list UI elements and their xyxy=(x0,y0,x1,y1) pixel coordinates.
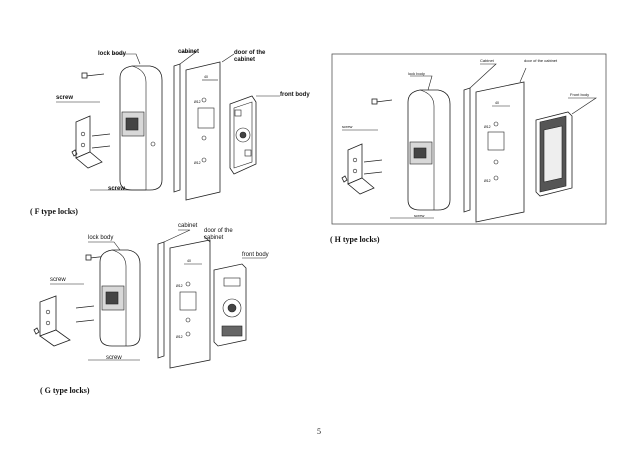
g-screw-top-label: screw xyxy=(50,277,66,283)
f-front-body-label: front body xyxy=(280,92,310,98)
svg-text:Ø12: Ø12 xyxy=(194,161,201,165)
f-cabinet-graphic xyxy=(173,63,181,193)
g-type-drawing: 40 Ø12 Ø12 xyxy=(33,229,266,369)
g-front-body-label: front body xyxy=(242,252,269,258)
g-door-label: door of the cabinet xyxy=(204,228,233,241)
h-door-graphic: 40 Ø12 Ø12 xyxy=(475,81,525,223)
f-type-caption: ( F type locks) xyxy=(30,207,78,216)
h-lock-body-graphic xyxy=(407,89,451,211)
h-front-body-label: Front body xyxy=(570,92,590,97)
g-bracket-graphic xyxy=(33,295,71,347)
svg-text:40: 40 xyxy=(187,259,191,263)
f-door-graphic: 40 Ø12 Ø12 xyxy=(185,61,221,201)
g-front-body-graphic xyxy=(213,263,247,347)
g-lock-body-graphic xyxy=(99,249,141,347)
svg-text:Ø12: Ø12 xyxy=(176,335,183,339)
h-screw-top-label: screw xyxy=(342,124,353,129)
svg-text:Ø12: Ø12 xyxy=(484,125,491,129)
h-type-lock-diagram: 40 Ø12 Ø12 lock body Cabinet door of the… xyxy=(328,50,610,228)
h-front-body-graphic xyxy=(535,111,573,197)
h-door-label: door of the cabinet xyxy=(524,58,558,63)
f-door-label: door of the cabinet xyxy=(234,50,266,63)
f-screw-bottom-label: screw xyxy=(108,186,126,192)
h-type-drawing: 40 Ø12 Ø12 xyxy=(331,53,607,225)
g-screw-bottom-label: screw xyxy=(106,355,122,361)
page-number: 5 xyxy=(317,427,321,436)
f-screw-top-graphic xyxy=(81,72,105,79)
h-cabinet-label: Cabinet xyxy=(480,58,494,63)
svg-text:Ø12: Ø12 xyxy=(484,179,491,183)
f-type-drawing: 40 Ø12 Ø12 xyxy=(56,51,280,201)
svg-text:Ø12: Ø12 xyxy=(194,100,201,104)
f-type-lock-diagram: 40 Ø12 Ø12 lock body cabinet door of the… xyxy=(28,40,328,205)
h-lock-body-label: lock body xyxy=(408,71,425,76)
h-bracket-graphic xyxy=(341,143,375,195)
f-bracket-graphic xyxy=(71,115,103,169)
svg-text:Ø12: Ø12 xyxy=(176,284,183,288)
g-door-graphic: 40 Ø12 Ø12 xyxy=(169,239,211,369)
f-lock-body-label: lock body xyxy=(98,51,127,57)
g-type-lock-diagram: 40 Ø12 Ø12 lock body cabinet door of the… xyxy=(28,222,318,372)
g-cabinet-label: cabinet xyxy=(178,223,198,229)
h-type-caption: ( H type locks) xyxy=(330,235,380,244)
svg-text:40: 40 xyxy=(495,101,499,105)
h-screw-bottom-label: screw xyxy=(414,213,425,218)
f-lock-body-graphic xyxy=(119,65,163,191)
svg-text:40: 40 xyxy=(204,75,208,79)
f-screw-top-label: screw xyxy=(56,95,74,101)
f-cabinet-label: cabinet xyxy=(178,49,200,55)
g-lock-body-label: lock body xyxy=(88,235,114,241)
g-type-caption: ( G type locks) xyxy=(40,386,90,395)
f-front-body-graphic xyxy=(229,95,257,175)
